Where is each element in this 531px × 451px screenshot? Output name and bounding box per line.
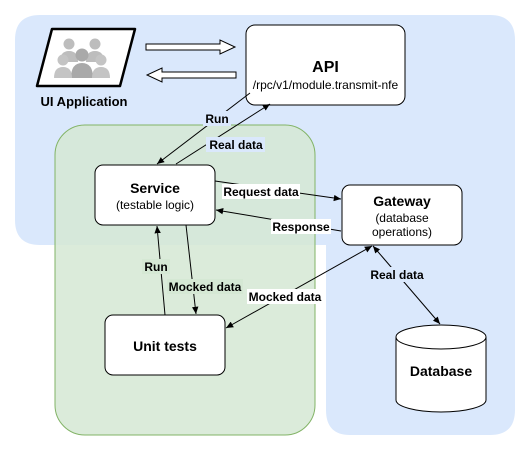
- database-title: Database: [410, 363, 472, 379]
- label-mocked-service-tests: Mocked data: [169, 280, 242, 294]
- label-run-api: Run: [205, 112, 228, 126]
- label-realdata-db: Real data: [370, 268, 424, 282]
- api-node: [245, 24, 406, 106]
- service-subtitle: (testable logic): [116, 198, 194, 212]
- label-request-data: Request data: [223, 185, 299, 199]
- label-run-tests: Run: [144, 260, 167, 274]
- request-hollow-arrow: [145, 39, 237, 55]
- unit-tests-title: Unit tests: [133, 338, 197, 354]
- edge-mocked-service-to-tests: [185, 224, 199, 315]
- gateway-subtitle-line2: operations): [372, 225, 432, 239]
- users-group-icon: [35, 27, 137, 88]
- edge-run-api-to-service: [156, 92, 251, 165]
- ui-application-label: UI Application: [41, 94, 128, 109]
- gateway-node: [341, 184, 463, 246]
- edge-mocked-tests-gateway: [225, 245, 373, 329]
- database-node: [395, 324, 487, 413]
- service-node: [94, 164, 216, 226]
- service-title: Service: [130, 180, 180, 196]
- label-mocked-tests-gateway: Mocked data: [249, 290, 322, 304]
- gateway-title: Gateway: [373, 193, 431, 209]
- gateway-subtitle-line1: (database: [375, 211, 429, 225]
- response-hollow-arrow: [145, 67, 237, 83]
- edge-realdata-gateway-db: [372, 245, 441, 325]
- api-endpoint: /rpc/v1/module.transmit-nfe: [253, 78, 399, 92]
- label-realdata-api: Real data: [209, 138, 263, 152]
- edge-realdata-service-to-api: [175, 103, 271, 165]
- label-response: Response: [272, 220, 330, 234]
- api-title: API: [312, 59, 339, 76]
